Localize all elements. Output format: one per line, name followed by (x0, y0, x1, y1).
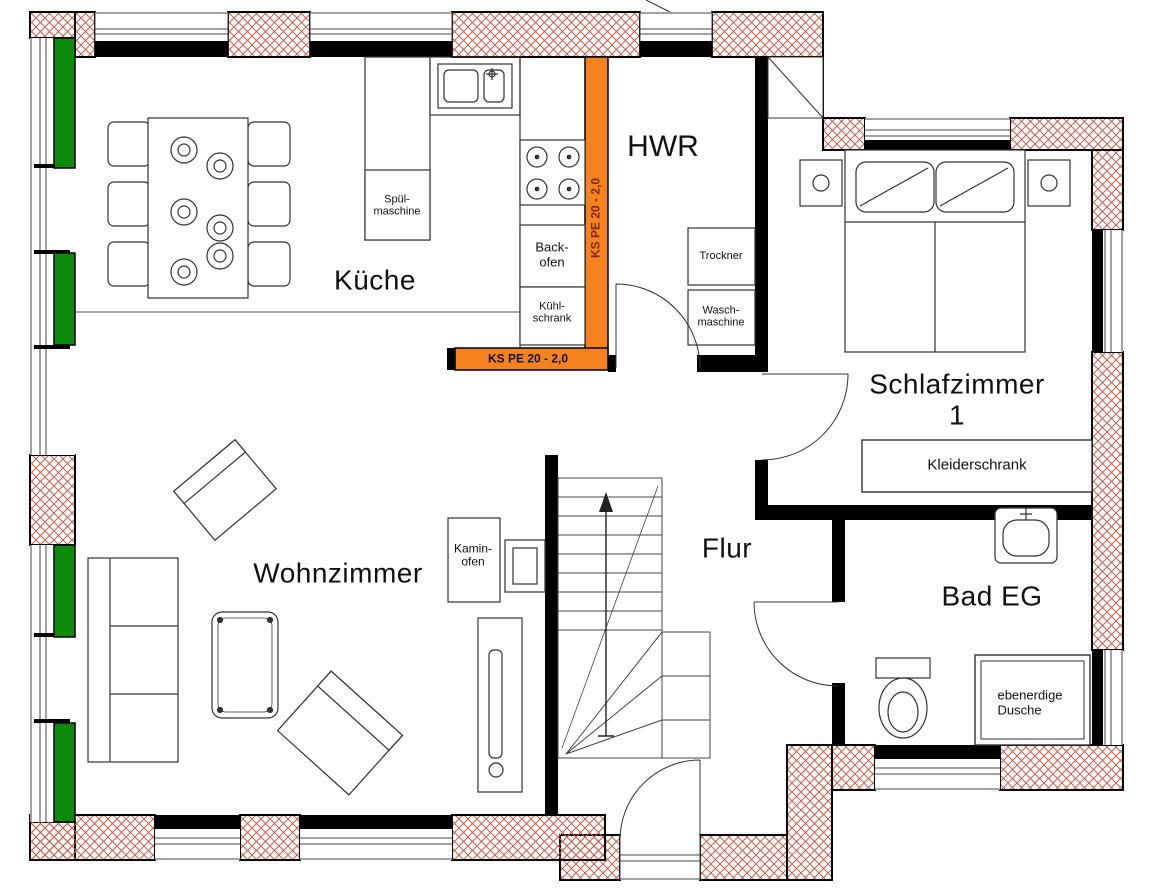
toilet-symbol (875, 657, 931, 739)
coffee-table (211, 611, 279, 719)
green-window-shutters (53, 37, 76, 823)
double-bed (844, 149, 1026, 353)
tv-board (477, 617, 523, 793)
armchair-2 (276, 670, 404, 796)
room-label-kueche: Küche (334, 264, 416, 296)
kitchen-sink (437, 63, 513, 109)
shaft-symbol (767, 56, 824, 119)
room-label-bad-eg: Bad EG (941, 580, 1043, 612)
windows-bottom (155, 745, 1000, 880)
label-spuelmaschine: Spül- maschine (373, 193, 421, 218)
label-kaminofen: Kamin- ofen (453, 541, 493, 569)
orange-wall-ks-pe (454, 56, 609, 371)
leader-line (645, 0, 671, 13)
exterior-walls (29, 11, 1124, 881)
washbasin (994, 507, 1058, 564)
nightstands (799, 159, 1071, 207)
door-swings (615, 283, 849, 841)
room-label-flur: Flur (701, 532, 753, 564)
kitchen-counter (364, 56, 586, 348)
label-waschmaschine: Wasch- maschine (697, 304, 745, 329)
label-ks-pe-vertical: KS PE 20 - 2,0 (588, 177, 603, 259)
wardrobe (861, 439, 1093, 493)
label-kuehlschrank: Kühl- schrank (532, 300, 572, 325)
hwr-appliances (687, 227, 756, 346)
label-kleiderschrank: Kleiderschrank (927, 456, 1027, 474)
sofa (87, 557, 179, 763)
orange-wall-end-cap (447, 348, 455, 370)
staircase (557, 477, 711, 759)
room-label-schlafzimmer1: Schlafzimmer 1 (869, 368, 1045, 431)
room-label-wohnzimmer: Wohnzimmer (253, 557, 423, 589)
dining-set (107, 117, 291, 299)
stove (519, 139, 586, 206)
wood-stove (447, 517, 546, 603)
room-label-hwr: HWR (627, 130, 699, 164)
label-dusche: ebenerdige Dusche (994, 687, 1066, 719)
windows-right (865, 118, 1123, 745)
label-trockner: Trockner (699, 249, 743, 262)
windows-top (94, 12, 713, 57)
armchair-1 (172, 438, 278, 542)
label-ks-pe-horizontal: KS PE 20 - 2,0 (487, 351, 569, 366)
label-backofen: Back- ofen (535, 239, 569, 269)
